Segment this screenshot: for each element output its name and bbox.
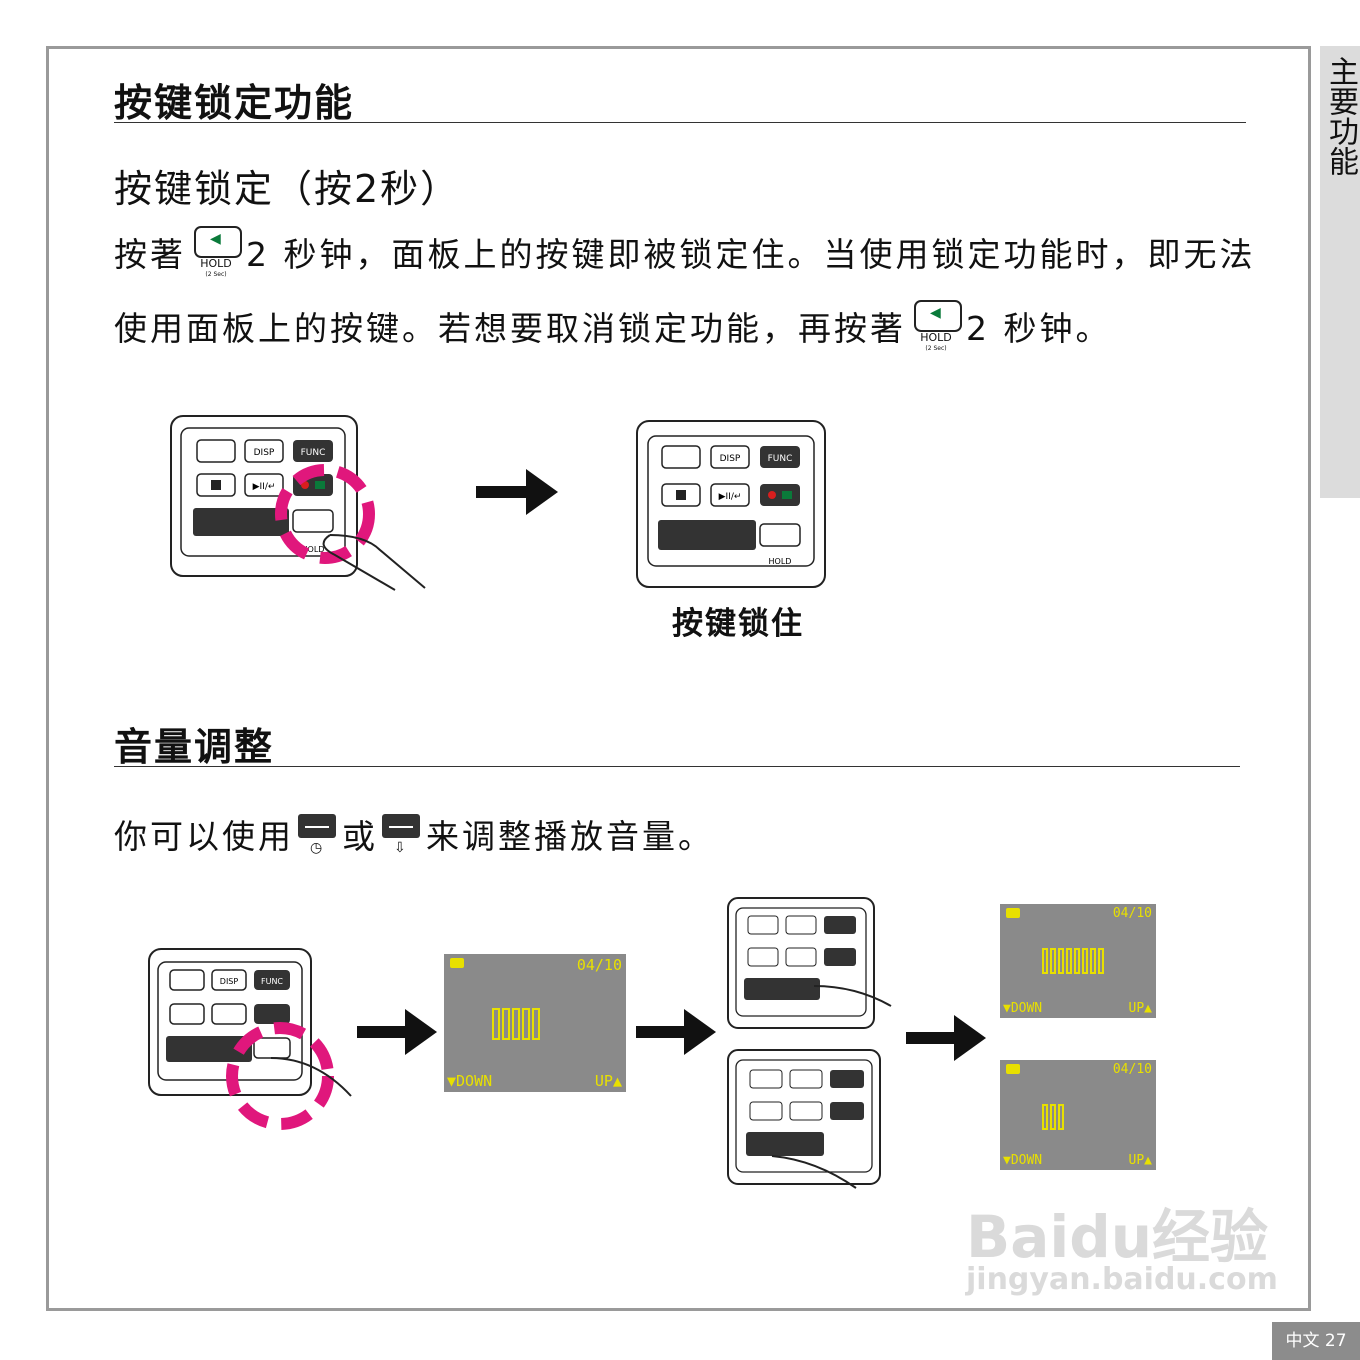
para-text: 按著 [114, 235, 186, 274]
svg-text:DISP: DISP [220, 977, 239, 986]
volume-bars [1042, 1104, 1066, 1130]
watermark-url: jingyan.baidu.com [966, 1262, 1278, 1297]
flow-arrow [636, 1009, 716, 1055]
flow-arrow [906, 1015, 986, 1061]
control-panel-volume: DISP FUNC [148, 948, 352, 1130]
side-tab: 主要功能 [1320, 46, 1360, 498]
para-text: 2 秒钟，面板上的按键即被锁定住。当使用锁定功能时，即无法 [246, 235, 1256, 274]
para-text: 或 [342, 817, 378, 856]
para-text: 使用面板上的按键。若想要取消锁定功能，再按著 [114, 309, 906, 348]
paragraph-line-2: 使用面板上的按键。若想要取消锁定功能，再按著HOLD(2 Sec)2 秒钟。 [114, 300, 1112, 354]
section-title-key-lock: 按键锁定功能 [114, 81, 355, 125]
svg-text:▶II/↵: ▶II/↵ [253, 482, 276, 492]
paragraph-volume: 你可以使用◷或⇩来调整播放音量。 [114, 810, 714, 860]
lcd-screen-volume-3: 04/10 ▼DOWN UP▲ [1000, 1060, 1156, 1170]
file-counter: 04/10 [576, 956, 622, 974]
title-rule [114, 122, 1246, 123]
up-label: UP▲ [1128, 1153, 1152, 1168]
page-number: 中文 27 [1272, 1322, 1360, 1360]
flow-arrow [357, 1009, 437, 1055]
svg-text:FUNC: FUNC [768, 454, 793, 464]
svg-text:DISP: DISP [254, 448, 275, 458]
camera-icon [1006, 908, 1020, 918]
camera-icon [450, 958, 464, 968]
down-label: ▼DOWN [1003, 1153, 1043, 1168]
subtitle-key-lock: 按键锁定（按2秒） [114, 167, 461, 211]
paragraph-line-1: 按著HOLD(2 Sec)2 秒钟，面板上的按键即被锁定住。当使用锁定功能时，即… [114, 226, 1256, 280]
hold-button-icon: HOLD(2 Sec) [192, 226, 242, 280]
volume-bars [492, 1008, 542, 1040]
control-panel-volume-up [727, 897, 892, 1029]
svg-text:HOLD: HOLD [769, 557, 792, 566]
lcd-screen-volume-5: 04/10 ▼DOWN UP▲ [444, 954, 626, 1092]
down-label: ▼DOWN [447, 1072, 493, 1090]
file-counter: 04/10 [1112, 906, 1152, 921]
file-counter: 04/10 [1112, 1062, 1152, 1077]
lcd-screen-volume-8: 04/10 ▼DOWN UP▲ [1000, 904, 1156, 1018]
svg-text:DISP: DISP [720, 454, 741, 464]
caption-keys-locked: 按键锁住 [672, 606, 804, 642]
para-text: 来调整播放音量。 [426, 817, 714, 856]
watermark-brand: Baidu经验 [966, 1203, 1269, 1271]
up-label: UP▲ [1128, 1001, 1152, 1016]
camera-icon [1006, 1064, 1020, 1074]
up-label: UP▲ [594, 1072, 622, 1090]
svg-text:FUNC: FUNC [301, 448, 326, 458]
down-label: ▼DOWN [1003, 1001, 1043, 1016]
title-rule [114, 766, 1240, 767]
volume-bars [1042, 948, 1106, 974]
section-title-volume: 音量调整 [114, 725, 275, 769]
flow-arrow [476, 469, 558, 515]
svg-text:▶II/↵: ▶II/↵ [719, 492, 742, 502]
control-panel-volume-down [727, 1049, 881, 1189]
svg-text:FUNC: FUNC [261, 977, 283, 986]
hold-button-icon: HOLD(2 Sec) [912, 300, 962, 354]
volume-down-icon: ◷ [298, 814, 338, 860]
para-text: 2 秒钟。 [966, 309, 1112, 348]
volume-up-icon: ⇩ [382, 814, 422, 860]
para-text: 你可以使用 [114, 817, 294, 856]
control-panel-locked: DISP FUNC ▶II/↵ HOLD [636, 420, 826, 588]
control-panel-press-hold: DISP FUNC ▶II/↵ HOLD [170, 415, 426, 591]
page-frame [46, 46, 1311, 1311]
svg-text:HOLD: HOLD [302, 545, 325, 554]
